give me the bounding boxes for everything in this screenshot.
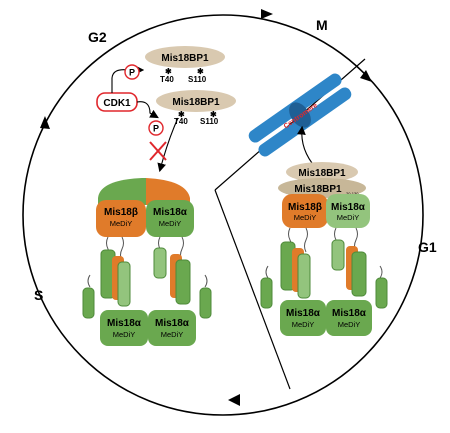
right-bp1-top-label: Mis18BP1	[298, 168, 346, 179]
left-alpha-box	[146, 200, 194, 237]
right-alpha-name: Mis18α	[331, 202, 366, 213]
left-bottom-left-box	[100, 310, 148, 346]
phase-label-g2: G2	[88, 29, 107, 45]
right-bottom-right-domain: MeDiY	[338, 320, 361, 329]
right-bottom-left-domain: MeDiY	[292, 320, 315, 329]
left-bottom-left-name: Mis18α	[107, 318, 142, 329]
phospho-label-top: P	[129, 68, 135, 78]
block-x-icon	[149, 141, 167, 161]
right-complex: Mis18BP1 Mis18BP1 20-130 Mis18β MeDiY Mi…	[260, 162, 388, 336]
mis18bp1-top	[145, 46, 225, 68]
mis18bp1-bottom	[156, 90, 236, 112]
left-beta-name: Mis18β	[104, 207, 138, 218]
right-beta-domain: MeDiY	[294, 213, 317, 222]
phase-divider-g1	[214, 189, 291, 390]
mis18bp1-top-label: Mis18BP1	[161, 53, 209, 64]
right-bp1-mid	[278, 178, 366, 198]
left-complex: Mis18β MeDiY Mis18α MeDiY Mis18α MeDiY M…	[82, 178, 212, 346]
mis18bp1-bottom-star1: ✱	[178, 110, 185, 119]
left-alpha-domain: MeDiY	[159, 219, 182, 228]
right-beta-box	[282, 194, 328, 228]
cycle-arrow-right	[360, 70, 372, 82]
right-bottom-right-name: Mis18α	[332, 308, 367, 319]
mis18bp1-bottom-site2: S110	[200, 117, 219, 126]
mis18bp1-bottom-star2: ✱	[210, 110, 217, 119]
mis18bp1-bottom-site1: T40	[174, 117, 188, 126]
phase-label-s: S	[34, 287, 43, 303]
cycle-arrow-left	[40, 116, 50, 129]
right-beta-name: Mis18β	[288, 202, 322, 213]
left-bottom-right-name: Mis18α	[155, 318, 190, 329]
left-bottom-left-domain: MeDiY	[113, 330, 136, 339]
mis18bp1-top-site1: T40	[160, 75, 174, 84]
right-alpha-domain: MeDiY	[337, 213, 360, 222]
left-bottom-right-domain: MeDiY	[161, 330, 184, 339]
right-bottom-left-name: Mis18α	[286, 308, 321, 319]
right-bp1-top	[286, 162, 358, 182]
left-bottom-right-box	[148, 310, 196, 346]
left-beta-box	[96, 200, 146, 237]
right-bp1-mid-label: Mis18BP1	[294, 184, 342, 195]
cycle-arrow-bottom	[228, 394, 240, 406]
phospho-label-bottom: P	[153, 124, 159, 134]
right-bottom-right-box	[326, 300, 372, 336]
mis18bp1-top-star1: ✱	[165, 67, 172, 76]
cycle-arrow-top	[261, 9, 273, 19]
cdk1-label: CDK1	[103, 98, 131, 109]
phospho-circle-bottom	[148, 120, 164, 136]
left-alpha-name: Mis18α	[153, 207, 188, 218]
phospho-circle-top	[124, 64, 140, 80]
left-beta-domain: MeDiY	[110, 219, 133, 228]
right-bp1-mid-sub: 20-130	[346, 191, 359, 196]
mis18bp1-top-star2: ✱	[197, 67, 204, 76]
right-bottom-left-box	[280, 300, 326, 336]
centromere: Centromere	[248, 73, 352, 157]
cell-cycle-circle	[22, 14, 424, 416]
right-alpha-box	[326, 194, 370, 228]
phase-label-g1: G1	[418, 239, 437, 255]
mis18bp1-top-site2: S110	[188, 75, 207, 84]
mis18bp1-bottom-label: Mis18BP1	[172, 97, 220, 108]
cdk1-module: CDK1 P P Mis18BP1 ✱ ✱ T40 S110 Mis18BP1 …	[96, 46, 236, 173]
phase-label-m: M	[316, 17, 328, 33]
